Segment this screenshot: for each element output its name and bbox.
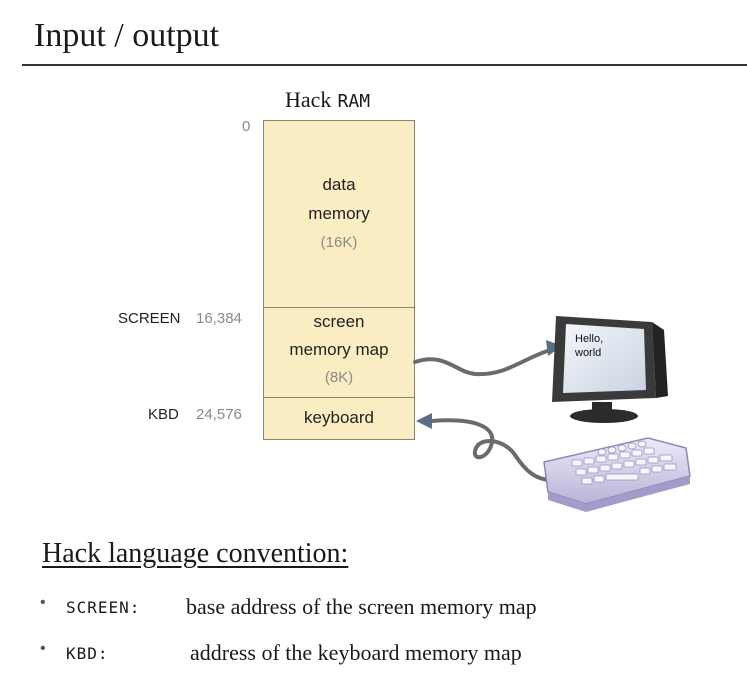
keyboard-cable [430,418,554,482]
data-memory-label-line1: data [322,175,356,194]
title-divider [22,64,747,66]
screen-symbol: SCREEN [118,310,181,327]
convention-description: base address of the screen memory map [186,594,537,619]
monitor-text-line2: world [574,347,601,359]
screen-memory-map-segment: screen memory map (8K) [263,307,415,398]
keyboard-icon [543,437,691,512]
monitor-text-line1: Hello, [575,333,603,345]
convention-term: SCREEN: [66,598,141,617]
screen-map-label-line2: memory map [289,340,389,359]
bullet-icon: • [40,640,46,657]
convention-description: address of the keyboard memory map [190,640,522,665]
data-memory-segment: data memory (16K) [263,120,415,308]
screen-map-label-line1: screen [313,312,365,331]
screen-map-size: (8K) [324,369,354,386]
screen-address: 16,384 [196,310,242,327]
screen-cable [413,348,552,377]
data-start-address: 0 [242,118,251,135]
slide-title: Input / output [34,17,220,54]
ram-title: Hack RAM [285,87,371,112]
bullet-icon: • [40,594,46,611]
monitor-icon [552,316,668,423]
keyboard-cable-arrow [416,413,432,429]
keyboard-segment: keyboard [263,397,415,440]
kbd-address: 24,576 [196,406,242,423]
keyboard-segment-label: keyboard [304,408,374,427]
kbd-symbol: KBD [148,406,179,423]
convention-term: KBD: [66,644,109,663]
data-memory-size: (16K) [320,234,358,251]
convention-heading: Hack language convention: [42,538,349,569]
data-memory-label-line2: memory [308,204,370,223]
screen-cable-arrow [546,340,562,356]
